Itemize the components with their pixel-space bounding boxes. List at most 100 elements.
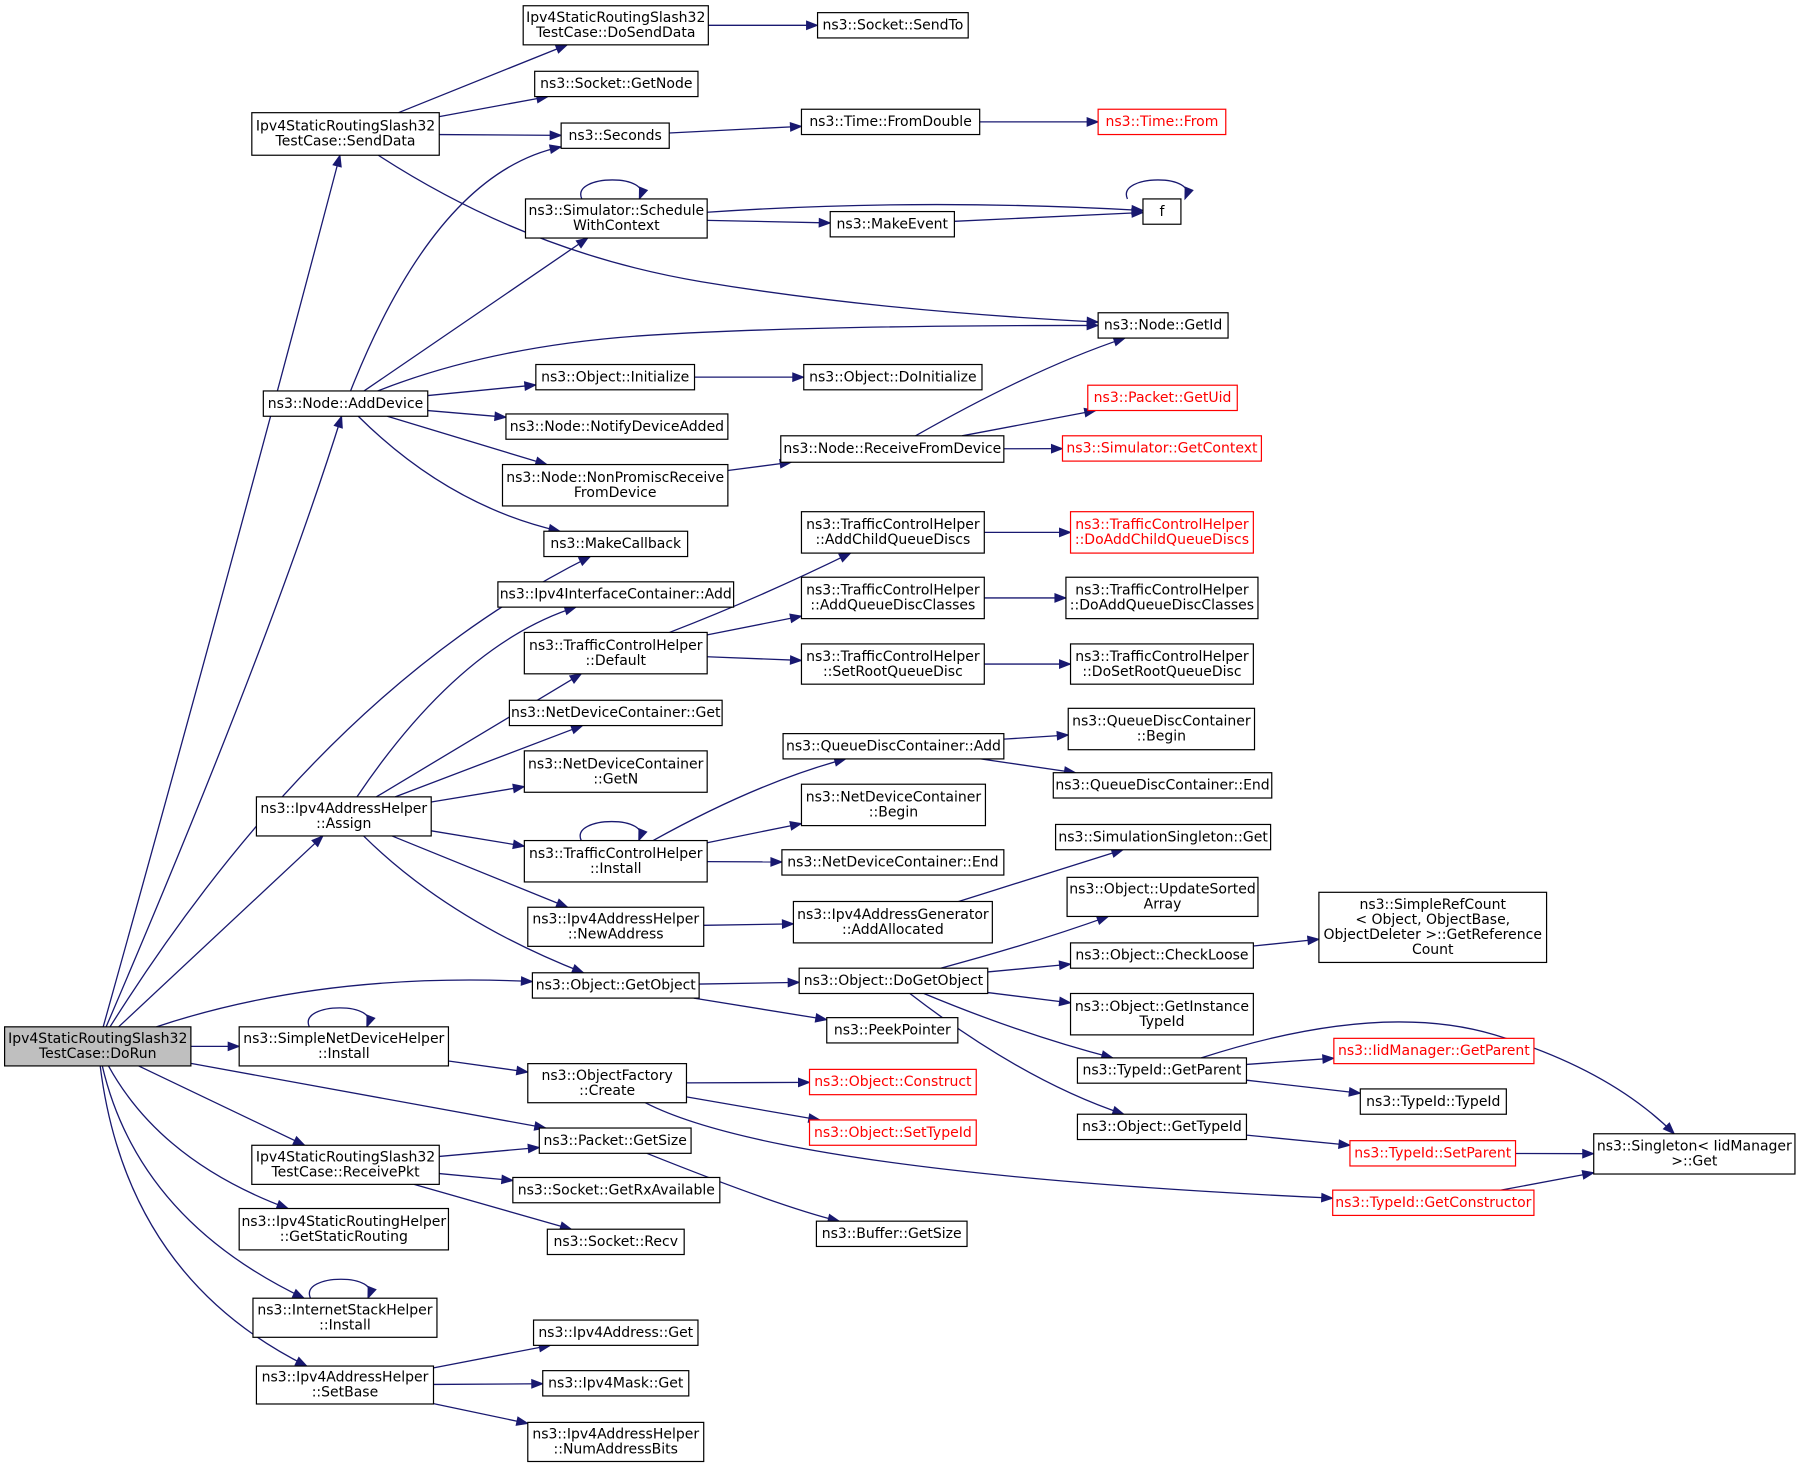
graph-node-seconds[interactable]: ns3::Seconds xyxy=(560,122,670,149)
edge-sendData-to-nodeGetId xyxy=(377,154,1099,323)
graph-node-bufGetSize[interactable]: ns3::Buffer::GetSize xyxy=(815,1220,968,1248)
node-box xyxy=(800,783,987,827)
edge-schedCtx-to-makeEvent xyxy=(707,219,831,224)
graph-node-qdcEnd[interactable]: ns3::QueueDiscContainer::End xyxy=(1052,772,1273,799)
graph-node-nodeGetId[interactable]: ns3::Node::GetId xyxy=(1097,312,1229,339)
edge-arrowhead xyxy=(554,44,569,54)
graph-node-doSendData[interactable]: Ipv4StaticRoutingSlash32TestCase::DoSend… xyxy=(522,5,709,46)
node-label-line: ns3::Ipv4AddressHelper xyxy=(262,1370,429,1386)
graph-node-notifyAdded[interactable]: ns3::Node::NotifyDeviceAdded xyxy=(505,413,729,440)
graph-node-typeIdGetCtor[interactable]: ns3::TypeId::GetConstructor xyxy=(1332,1189,1535,1217)
edge-arrowhead xyxy=(792,372,806,383)
graph-node-ipv4AddrGet[interactable]: ns3::Ipv4Address::Get xyxy=(532,1319,699,1346)
edge-addDevice-to-seconds xyxy=(349,146,562,392)
node-box xyxy=(523,839,708,883)
graph-node-qdcAdd[interactable]: ns3::QueueDiscContainer::Add xyxy=(782,733,1005,760)
graph-node-ndcGetN[interactable]: ns3::NetDeviceContainer::GetN xyxy=(523,750,708,793)
graph-node-sockRecv[interactable]: ns3::Socket::Recv xyxy=(546,1228,685,1256)
graph-node-objDoInit[interactable]: ns3::Object::DoInitialize xyxy=(803,363,983,391)
graph-node-sockRxAvail[interactable]: ns3::Socket::GetRxAvailable xyxy=(512,1176,721,1204)
graph-node-inetInstall[interactable]: ns3::InternetStackHelper::Install xyxy=(252,1297,438,1338)
node-box xyxy=(255,796,432,837)
graph-node-simpleRefCount[interactable]: ns3::SimpleRefCount< Object, ObjectBase,… xyxy=(1318,891,1548,964)
graph-node-getObject[interactable]: ns3::Object::GetObject xyxy=(531,972,700,999)
graph-node-objGetTypeId[interactable]: ns3::Object::GetTypeId xyxy=(1076,1113,1248,1141)
graph-node-qdcBegin[interactable]: ns3::QueueDiscContainer::Begin xyxy=(1067,707,1256,751)
node-label-line: ns3::Simulator::GetContext xyxy=(1066,441,1258,457)
graph-node-makeEvent[interactable]: ns3::MakeEvent xyxy=(829,210,955,238)
graph-node-singletonGet[interactable]: ns3::Singleton< IidManager>::Get xyxy=(1593,1133,1796,1175)
graph-node-ifcAdd[interactable]: ns3::Ipv4InterfaceContainer::Add xyxy=(497,581,735,608)
graph-node-sockGetNode[interactable]: ns3::Socket::GetNode xyxy=(534,70,699,98)
graph-node-objInit[interactable]: ns3::Object::Initialize xyxy=(535,363,696,391)
edge-arrowhead xyxy=(1059,659,1072,669)
graph-node-tchDoSetRoot[interactable]: ns3::TrafficControlHelper::DoSetRootQueu… xyxy=(1069,643,1254,685)
node-box xyxy=(1052,772,1273,799)
graph-node-ndcEnd[interactable]: ns3::NetDeviceContainer::End xyxy=(781,849,1005,876)
edge-arrowhead xyxy=(1320,1192,1335,1203)
graph-node-objSetTypeId[interactable]: ns3::Object::SetTypeId xyxy=(808,1119,977,1146)
graph-node-pktGetSize[interactable]: ns3::Packet::GetSize xyxy=(538,1127,692,1154)
graph-node-tchDoAddClasses[interactable]: ns3::TrafficControlHelper::DoAddQueueDis… xyxy=(1065,576,1259,620)
graph-node-f[interactable]: f xyxy=(1142,198,1182,225)
node-label-line: TestCase::DoRun xyxy=(38,1046,156,1062)
graph-node-tchSetRoot[interactable]: ns3::TrafficControlHelper::SetRootQueueD… xyxy=(800,643,985,685)
graph-node-ipv4MaskGet[interactable]: ns3::Ipv4Mask::Get xyxy=(542,1370,690,1397)
node-label-line: ns3::TrafficControlHelper xyxy=(1075,517,1249,533)
node-box xyxy=(1332,1189,1535,1217)
node-box xyxy=(800,511,985,554)
graph-node-getStaticRouting[interactable]: ns3::Ipv4StaticRoutingHelper::GetStaticR… xyxy=(238,1207,450,1251)
node-label-line: ns3::SimulationSingleton::Get xyxy=(1058,829,1268,845)
graph-node-setBase[interactable]: ns3::Ipv4AddressHelper::SetBase xyxy=(255,1365,435,1405)
graph-node-numAddrBits[interactable]: ns3::Ipv4AddressHelper::NumAddressBits xyxy=(527,1421,705,1463)
graph-node-receivePkt[interactable]: Ipv4StaticRoutingSlash32TestCase::Receiv… xyxy=(251,1144,440,1185)
edge-arrowhead xyxy=(814,1012,829,1023)
graph-node-typeIdGetParent[interactable]: ns3::TypeId::GetParent xyxy=(1076,1057,1248,1084)
edge-arrowhead xyxy=(787,977,801,988)
graph-node-ipv4Assign[interactable]: ns3::Ipv4AddressHelper::Assign xyxy=(255,796,432,837)
graph-node-tchInstall[interactable]: ns3::TrafficControlHelper::Install xyxy=(523,839,708,883)
graph-node-newAddress[interactable]: ns3::Ipv4AddressHelper::NewAddress xyxy=(527,906,705,947)
graph-node-doGetObject[interactable]: ns3::Object::DoGetObject xyxy=(798,967,989,995)
graph-node-sockSendTo[interactable]: ns3::Socket::SendTo xyxy=(816,12,969,39)
node-label-line: < Object, ObjectBase, xyxy=(1355,912,1510,928)
edge-addDevice-to-nonPromisc xyxy=(387,415,548,466)
graph-node-addDevice[interactable]: ns3::Node::AddDevice xyxy=(262,390,429,417)
node-box xyxy=(497,581,735,608)
edge-arrowhead xyxy=(512,783,526,794)
graph-node-simSingletonGet[interactable]: ns3::SimulationSingleton::Get xyxy=(1054,823,1272,851)
call-nodes: Ipv4StaticRoutingSlash32TestCase::DoRunI… xyxy=(3,5,1796,1463)
node-box xyxy=(523,631,708,675)
graph-node-timeFrom[interactable]: ns3::Time::From xyxy=(1097,108,1227,136)
graph-node-pktGetUid[interactable]: ns3::Packet::GetUid xyxy=(1087,384,1238,412)
node-box xyxy=(524,198,708,239)
graph-node-typeIdSetParent[interactable]: ns3::TypeId::SetParent xyxy=(1349,1140,1517,1167)
graph-node-objFactCreate[interactable]: ns3::ObjectFactory::Create xyxy=(527,1063,688,1104)
graph-node-makeCallback[interactable]: ns3::MakeCallback xyxy=(543,530,689,558)
graph-node-tchAddChild[interactable]: ns3::TrafficControlHelper::AddChildQueue… xyxy=(800,511,985,554)
graph-node-typeIdTypeId[interactable]: ns3::TypeId::TypeId xyxy=(1359,1088,1507,1115)
graph-node-checkLoose[interactable]: ns3::Object::CheckLoose xyxy=(1069,942,1254,969)
graph-node-ndcGet[interactable]: ns3::NetDeviceContainer::Get xyxy=(508,699,723,727)
graph-node-objConstruct[interactable]: ns3::Object::Construct xyxy=(808,1068,977,1096)
graph-node-tchDefault[interactable]: ns3::TrafficControlHelper::Default xyxy=(523,631,708,675)
graph-node-addAllocated[interactable]: ns3::Ipv4AddressGenerator::AddAllocated xyxy=(792,900,993,944)
graph-node-peekPointer[interactable]: ns3::PeekPointer xyxy=(826,1017,959,1044)
edge-arrowhead xyxy=(515,1065,530,1076)
edge-tchDefault-to-tchSetRoot xyxy=(707,656,802,662)
graph-node-sendData[interactable]: Ipv4StaticRoutingSlash32TestCase::SendDa… xyxy=(251,112,440,156)
graph-node-recvFromDev[interactable]: ns3::Node::ReceiveFromDevice xyxy=(780,435,1005,463)
graph-node-fromDouble[interactable]: ns3::Time::FromDouble xyxy=(800,108,981,136)
graph-node-tchDoAddChild[interactable]: ns3::TrafficControlHelper::DoAddChildQue… xyxy=(1069,511,1254,554)
graph-node-tchAddClasses[interactable]: ns3::TrafficControlHelper::AddQueueDiscC… xyxy=(800,576,985,620)
graph-node-simpleInstall[interactable]: ns3::SimpleNetDeviceHelper::Install xyxy=(238,1026,450,1067)
graph-node-iidGetParent[interactable]: ns3::IidManager::GetParent xyxy=(1333,1037,1535,1065)
graph-node-simGetCtx[interactable]: ns3::Simulator::GetContext xyxy=(1061,435,1263,462)
graph-node-ndcBegin[interactable]: ns3::NetDeviceContainer::Begin xyxy=(800,783,987,827)
node-box xyxy=(560,122,670,149)
